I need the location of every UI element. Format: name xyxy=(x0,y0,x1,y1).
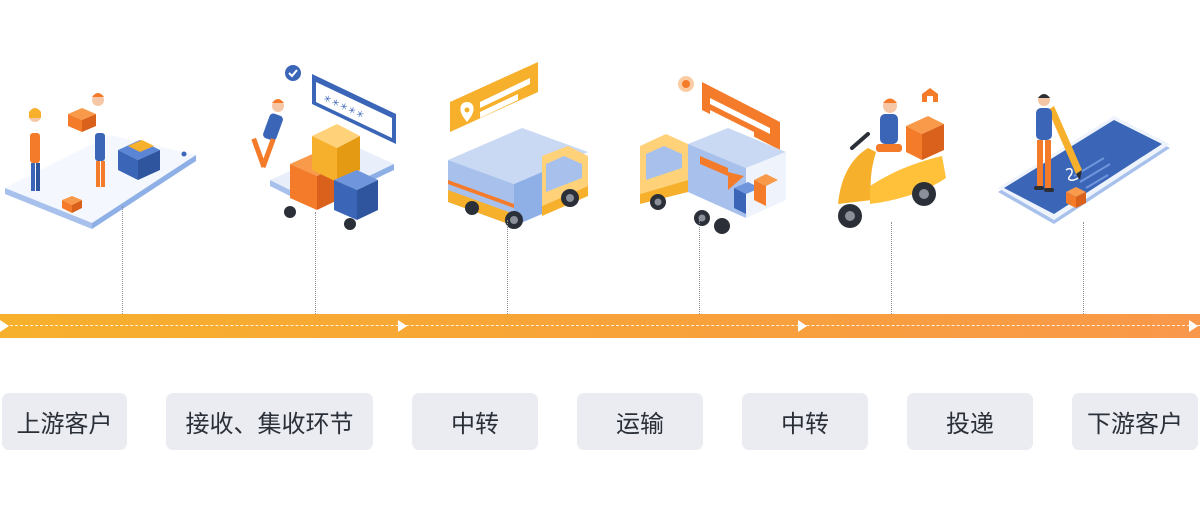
connector-line-1 xyxy=(122,206,123,314)
stage-label-transit-1: 中转 xyxy=(412,393,538,450)
timeline-arrow-icon xyxy=(0,320,9,332)
stage-label-downstream-customer: 下游客户 xyxy=(1072,393,1198,450)
connector-line-4 xyxy=(699,220,700,314)
timeline-dashed-line xyxy=(0,325,1200,326)
connector-line-6 xyxy=(1083,222,1084,314)
transport-unloading-icon xyxy=(636,68,796,238)
stage-label-upstream-customer: 上游客户 xyxy=(2,393,127,450)
timeline-arrow-icon xyxy=(798,320,807,332)
receiving-collection-icon: ＊＊＊＊＊ xyxy=(242,62,402,232)
delivery-scooter-icon xyxy=(834,86,949,236)
connector-line-5 xyxy=(891,222,892,314)
timeline-arrow-icon xyxy=(398,320,407,332)
stage-label-transit-2: 中转 xyxy=(742,393,868,450)
upstream-customer-icon xyxy=(0,88,200,238)
delivery-signature-icon xyxy=(996,90,1172,235)
stage-label-transport: 运输 xyxy=(577,393,703,450)
stage-label-receiving-collection: 接收、集收环节 xyxy=(166,393,373,450)
transit-truck-icon xyxy=(442,60,594,235)
timeline-arrow-icon xyxy=(1189,320,1198,332)
timeline-bar xyxy=(0,314,1200,338)
connector-line-2 xyxy=(315,212,316,314)
stage-label-delivery: 投递 xyxy=(907,393,1033,450)
connector-line-3 xyxy=(507,220,508,314)
